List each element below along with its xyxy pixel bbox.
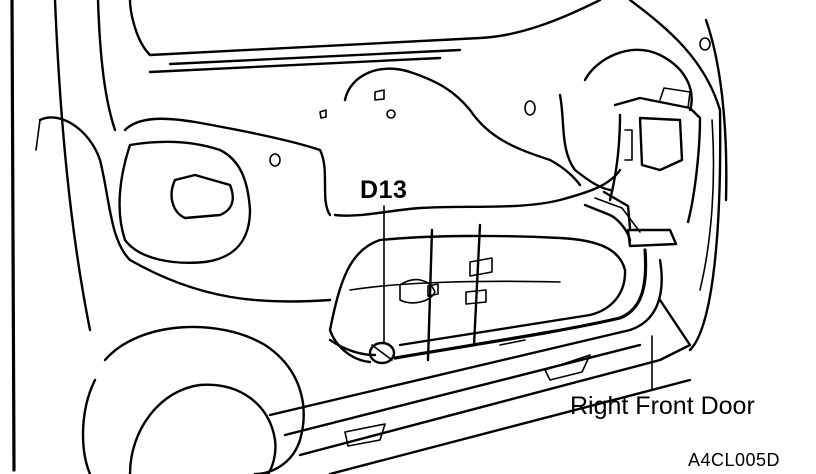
- door-frame: [10, 0, 728, 472]
- figure-code: A4CL005D: [688, 450, 781, 470]
- inner-panel: [35, 48, 693, 303]
- panel-holes: [269, 37, 711, 167]
- connector-label: D13: [360, 176, 408, 204]
- regulator-opening: [328, 223, 627, 364]
- door-label: Right Front Door: [570, 392, 755, 420]
- connector-d13: [368, 341, 396, 365]
- wiring-harness: [328, 197, 648, 360]
- latch-assembly: [602, 87, 702, 248]
- lower-door: [81, 258, 692, 474]
